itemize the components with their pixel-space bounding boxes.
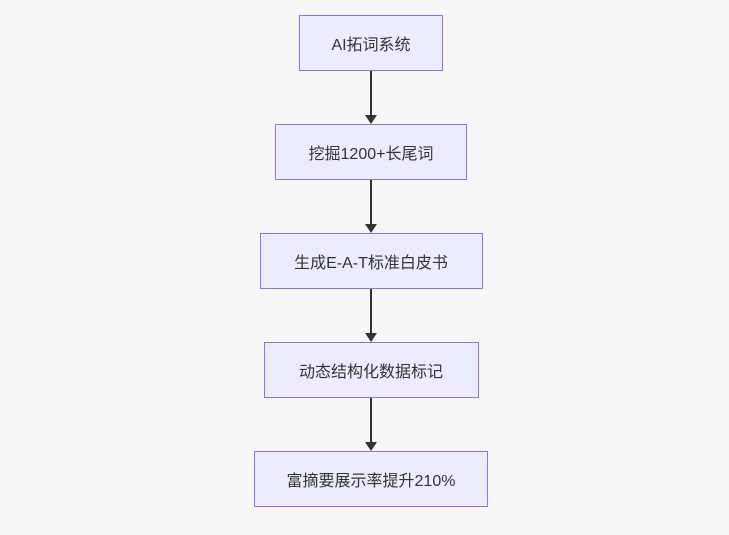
node-label: AI拓词系统: [331, 37, 411, 54]
node-label: 动态结构化数据标记: [298, 364, 443, 381]
flow-arrow-3: [365, 289, 377, 342]
arrow-head-icon: [365, 333, 377, 342]
node-label: 挖掘1200+长尾词: [308, 146, 434, 163]
arrow-line: [370, 398, 372, 443]
arrow-head-icon: [365, 442, 377, 451]
flow-node-structured-data-markup: 动态结构化数据标记: [263, 342, 479, 398]
flow-arrow-1: [365, 71, 377, 124]
flow-node-ai-word-expansion: AI拓词系统: [299, 15, 443, 71]
node-label: 富摘要展示率提升210%: [286, 473, 456, 490]
flow-node-longtail-mining: 挖掘1200+长尾词: [275, 124, 467, 180]
arrow-head-icon: [365, 115, 377, 124]
flow-node-eat-whitepaper: 生成E-A-T标准白皮书: [259, 233, 483, 289]
flowchart: AI拓词系统 挖掘1200+长尾词 生成E-A-T标准白皮书 动态结构化数据标记: [251, 15, 491, 507]
arrow-head-icon: [365, 224, 377, 233]
flow-arrow-2: [365, 180, 377, 233]
arrow-line: [370, 180, 372, 225]
flow-node-rich-snippet-result: 富摘要展示率提升210%: [254, 451, 488, 507]
node-label: 生成E-A-T标准白皮书: [294, 255, 448, 272]
flow-arrow-4: [365, 398, 377, 451]
arrow-line: [370, 71, 372, 116]
arrow-line: [370, 289, 372, 334]
